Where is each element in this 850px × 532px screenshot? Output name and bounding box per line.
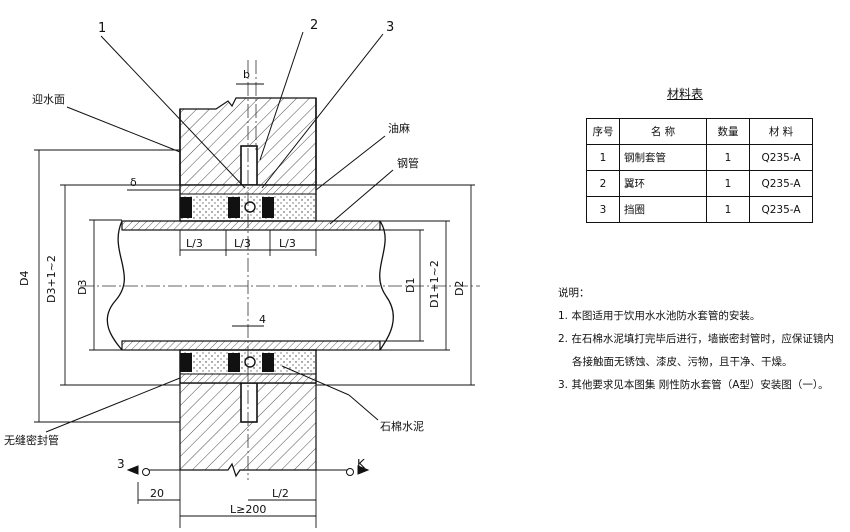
cell-name: 翼环 [619, 170, 707, 197]
note-item: 2. 在石棉水泥填打完毕后进行，墙嵌密封管时，应保证镜内 [558, 333, 834, 345]
callout-3: 3 [386, 20, 395, 35]
label-asbestos-cement: 石棉水泥 [380, 420, 424, 433]
dim-b: b [243, 68, 250, 81]
table-header-row: 序号 名 称 数量 材 料 [586, 118, 813, 145]
dim-4: 4 [259, 313, 266, 326]
dimension-lines-thirds [127, 83, 317, 327]
dim-d3-formula: D3+1~2 [45, 255, 58, 303]
materials-title: 材料表 [667, 87, 704, 101]
cell-no: 3 [586, 196, 620, 223]
header-name: 名 称 [619, 118, 707, 145]
note-item: 3. 其他要求见本图集 刚性防水套管（A型）安装图（一）。 [558, 379, 829, 391]
notes: 说明： 1. 本图适用于饮用水水池防水套管的安装。 2. 在石棉水泥填打完毕后进… [558, 282, 834, 397]
dim-delta: δ [130, 176, 137, 189]
cell-qty: 1 [706, 170, 750, 197]
materials-table: 序号 名 称 数量 材 料 1 钢制套管 1 Q235-A 2 翼环 1 Q23… [586, 118, 813, 223]
dim-d4: D4 [18, 270, 31, 286]
label-seamless-seal-pipe: 无缝密封管 [4, 434, 59, 447]
callout-1: 1 [98, 21, 107, 36]
dimension-lines-left [34, 149, 180, 423]
header-qty: 数量 [706, 118, 750, 145]
dim-l2: L/2 [272, 487, 289, 500]
dim-d3: D3 [76, 279, 89, 295]
wing-ring-upper [240, 145, 258, 186]
dim-l3-2: L/3 [234, 237, 251, 250]
cell-material: Q235-A [749, 170, 813, 197]
dimension-lines-right [316, 184, 475, 386]
table-row: 3 挡圈 1 Q235-A [586, 196, 813, 223]
cell-qty: 1 [706, 196, 750, 223]
cell-no: 2 [586, 170, 620, 197]
wing-ring-lower [240, 382, 258, 423]
table-row: 1 钢制套管 1 Q235-A [586, 144, 813, 171]
header-material: 材 料 [749, 118, 813, 145]
label-upstream-face: 迎水面 [32, 93, 65, 106]
dim-d1: D1 [404, 277, 417, 293]
center-lines [80, 60, 480, 480]
dimension-lines-bottom [137, 469, 317, 528]
dim-d1-formula: D1+1~2 [428, 260, 441, 308]
section-mark-3: 3 [117, 457, 125, 471]
label-oil-hemp: 油麻 [388, 122, 410, 135]
cell-material: Q235-A [749, 196, 813, 223]
dim-d2: D2 [453, 280, 466, 296]
cell-no: 1 [586, 144, 620, 171]
label-steel-pipe: 钢管 [397, 157, 419, 170]
dim-lmin: L≥200 [230, 503, 267, 516]
note-item: 各接触面无锈蚀、漆皮、污物，且干净、干燥。 [572, 356, 793, 368]
notes-heading: 说明： [558, 287, 590, 299]
section-mark-k: K [357, 457, 365, 471]
table-row: 2 翼环 1 Q235-A [586, 170, 813, 197]
dim-20: 20 [150, 487, 164, 500]
leader-lines [45, 31, 394, 433]
dim-l3-3: L/3 [279, 237, 296, 250]
callout-2: 2 [310, 18, 319, 33]
section-markers [126, 465, 370, 476]
dim-l3-1: L/3 [186, 237, 203, 250]
cell-name: 钢制套管 [619, 144, 707, 171]
cell-name: 挡圈 [619, 196, 707, 223]
cell-material: Q235-A [749, 144, 813, 171]
cell-qty: 1 [706, 144, 750, 171]
steel-pipe [106, 220, 394, 351]
header-no: 序号 [586, 118, 620, 145]
note-item: 1. 本图适用于饮用水水池防水套管的安装。 [558, 310, 761, 322]
